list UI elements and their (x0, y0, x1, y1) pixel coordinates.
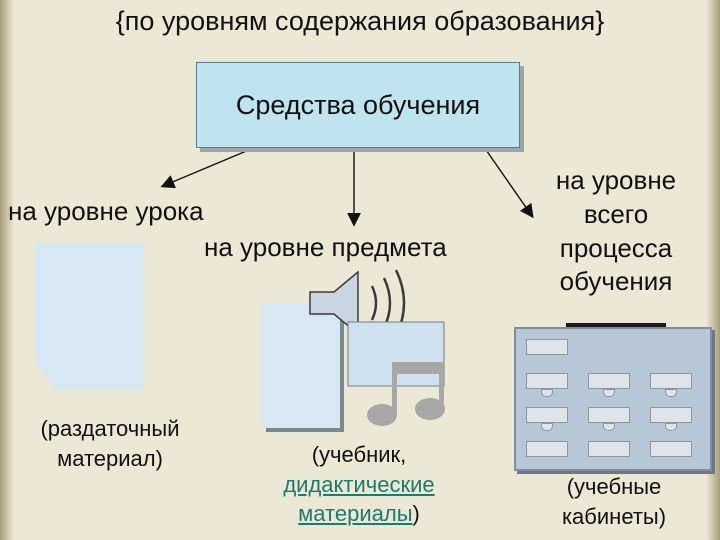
textbook-image (262, 304, 340, 428)
process-level-label: на уровне всего процесса обучения (528, 164, 704, 299)
desk (588, 407, 630, 423)
desk (650, 441, 692, 457)
process-label-line1: на уровне (555, 165, 677, 195)
desk (588, 373, 630, 389)
process-label-line2: всего (583, 198, 649, 229)
process-caption: (учебные кабинеты) (514, 472, 714, 531)
materials-link[interactable]: материалы (298, 501, 413, 527)
teacher-desk (526, 339, 568, 355)
process-caption-line2: кабинеты) (561, 503, 667, 529)
desk (526, 441, 568, 457)
chair (541, 389, 553, 397)
desk (650, 407, 692, 423)
lesson-caption-line1: (раздаточный (40, 416, 180, 441)
process-label-line4: обучения (559, 266, 673, 297)
arrow-to-process (483, 146, 534, 219)
left-border (0, 0, 14, 540)
didactic-link[interactable]: дидактические (283, 471, 435, 497)
chair (603, 423, 615, 431)
lesson-caption-line2: материал) (57, 445, 163, 471)
subject-caption: (учебник, дидактические материалы) (250, 440, 468, 529)
arrow-to-lesson (160, 146, 257, 189)
media-icons (309, 269, 445, 426)
desk (526, 407, 568, 423)
process-label-line3: процесса (559, 232, 673, 263)
classroom-icon (514, 323, 712, 471)
root-label: Средства обучения (235, 89, 481, 120)
blackboard-line (566, 323, 666, 327)
subject-caption-line1: (учебник, (311, 442, 407, 467)
subject-caption-close: ) (412, 501, 420, 527)
desk (526, 373, 568, 389)
process-caption-line1: (учебные (566, 474, 662, 499)
lesson-level-label: на уровне урока (8, 196, 204, 226)
music-note-icon (367, 362, 445, 426)
chair (603, 389, 615, 397)
chair (541, 423, 553, 431)
chair (665, 389, 677, 397)
subject-level-label: на уровне предмета (204, 232, 447, 262)
chair (665, 423, 677, 431)
desk (588, 441, 630, 457)
handout-image (36, 243, 144, 389)
slide-title: {по уровням содержания образования} (115, 6, 605, 36)
desk (650, 373, 692, 389)
root-node: Средства обучения (196, 62, 520, 148)
lesson-caption: (раздаточный материал) (12, 414, 208, 473)
